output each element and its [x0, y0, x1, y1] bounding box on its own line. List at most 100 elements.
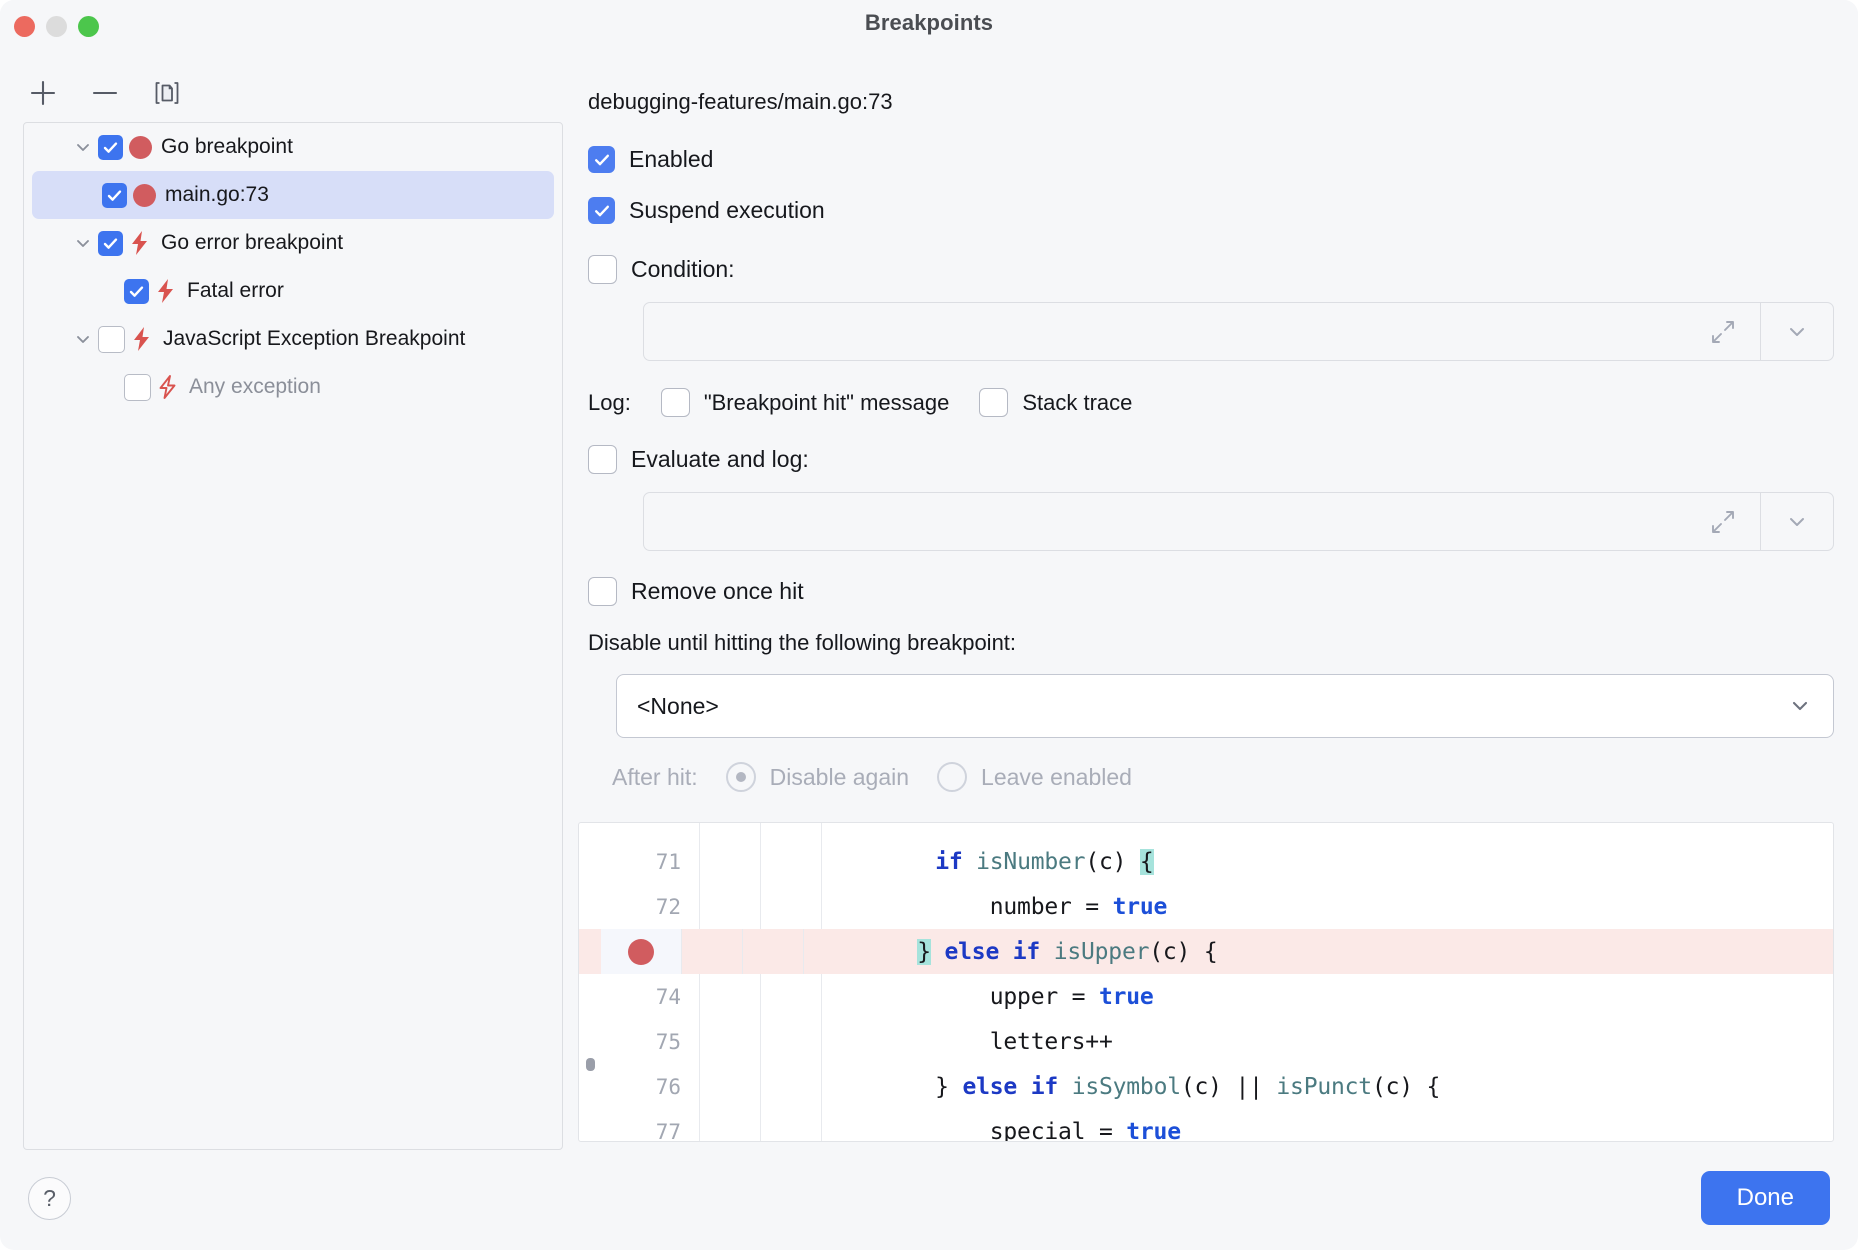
code-text: } else if isUpper(c) { — [917, 938, 1218, 965]
disable-until-value: <None> — [637, 692, 719, 719]
code-line: 75 letters++ — [579, 1019, 1833, 1064]
lightning-outline-icon — [151, 374, 185, 400]
code-text: letters++ — [826, 1028, 1113, 1055]
tree-row[interactable]: Fatal error — [24, 267, 562, 315]
tree-row[interactable]: JavaScript Exception Breakpoint — [24, 315, 562, 363]
red-circle-breakpoint-icon — [123, 135, 157, 159]
remove-once-hit-checkbox[interactable] — [588, 577, 617, 606]
log-label: Log: — [588, 389, 631, 415]
plus-icon — [30, 80, 56, 106]
suspend-execution-checkbox[interactable] — [588, 197, 615, 224]
breakpoint-gutter-icon[interactable] — [601, 929, 681, 974]
remove-once-hit-label: Remove once hit — [631, 578, 804, 604]
code-text: upper = true — [826, 983, 1154, 1010]
done-button[interactable]: Done — [1700, 1171, 1830, 1225]
log-stack-trace-label: Stack trace — [1022, 389, 1133, 415]
evaluate-and-log-input[interactable] — [644, 493, 1686, 550]
line-number: 75 — [655, 1029, 681, 1054]
after-hit-row: After hit: Disable again Leave enabled — [588, 762, 1834, 792]
tree-item-label: main.go:73 — [165, 183, 269, 206]
code-line-clipped: if isLower(c) { — [579, 823, 1833, 839]
chevron-down-icon[interactable] — [68, 329, 98, 349]
condition-field[interactable] — [643, 302, 1834, 361]
after-hit-label: After hit: — [612, 763, 698, 790]
line-number: 74 — [655, 984, 681, 1009]
code-marker-dot-icon — [579, 1058, 601, 1093]
group-by-file-button[interactable] — [150, 76, 184, 110]
disable-until-combobox[interactable]: <None> — [616, 674, 1834, 738]
log-stack-trace-checkbox[interactable] — [979, 388, 1009, 417]
remove-breakpoint-button[interactable] — [88, 76, 122, 110]
tree-row[interactable]: Any exception — [24, 363, 562, 411]
code-text: } else if isSymbol(c) || isPunct(c) { — [826, 1073, 1441, 1100]
after-hit-disable-again-label: Disable again — [769, 763, 910, 790]
code-text: if isNumber(c) { — [935, 848, 1154, 875]
breakpoints-tree[interactable]: Go breakpoint main.go:73 Go error breakp… — [23, 122, 563, 1150]
traffic-lights — [14, 16, 99, 37]
code-line: 71 if isNumber(c) { — [579, 839, 1833, 884]
line-number: 76 — [655, 1074, 681, 1099]
zoom-button[interactable] — [78, 16, 99, 37]
remove-once-hit-row[interactable]: Remove once hit — [588, 577, 1834, 606]
evaluate-and-log-row[interactable]: Evaluate and log: — [588, 445, 1834, 474]
log-breakpoint-hit-label: "Breakpoint hit" message — [703, 389, 950, 415]
chevron-down-icon[interactable] — [68, 137, 98, 157]
enabled-label: Enabled — [629, 146, 714, 172]
expand-diagonal-icon[interactable] — [1686, 493, 1760, 550]
code-line: 74 upper = true — [579, 974, 1833, 1019]
suspend-row[interactable]: Suspend execution — [588, 197, 1834, 224]
code-line: 76 } else if isSymbol(c) || isPunct(c) { — [579, 1058, 1833, 1109]
tree-checkbox[interactable] — [98, 134, 123, 160]
tree-item-label: Any exception — [189, 375, 321, 398]
tree-checkbox[interactable] — [124, 278, 149, 304]
minimize-button[interactable] — [46, 16, 67, 37]
condition-input[interactable] — [644, 303, 1686, 360]
evaluate-and-log-dropdown-button[interactable] — [1760, 493, 1833, 550]
log-row: Log: "Breakpoint hit" message Stack trac… — [588, 388, 1834, 417]
code-text: special = true — [826, 1118, 1181, 1142]
code-line: 77 special = true — [579, 1109, 1833, 1142]
enabled-row[interactable]: Enabled — [588, 146, 1834, 173]
close-button[interactable] — [14, 16, 35, 37]
code-line-breakpoint: } else if isUpper(c) { — [579, 929, 1833, 974]
log-breakpoint-hit-checkbox[interactable] — [660, 388, 690, 417]
tree-checkbox[interactable] — [102, 182, 127, 208]
condition-checkbox[interactable] — [588, 255, 617, 284]
code-preview[interactable]: if isLower(c) { 71 if isNumber(c) { 72 n… — [578, 822, 1834, 1142]
tree-row[interactable]: Go error breakpoint — [24, 219, 562, 267]
disable-until-label: Disable until hitting the following brea… — [588, 630, 1017, 655]
line-number: 77 — [655, 1119, 681, 1142]
help-button[interactable]: ? — [28, 1177, 71, 1220]
enabled-checkbox[interactable] — [588, 146, 615, 173]
tree-checkbox[interactable] — [98, 230, 123, 256]
add-breakpoint-button[interactable] — [26, 76, 60, 110]
condition-row[interactable]: Condition: — [588, 255, 1834, 284]
lightning-filled-icon — [125, 326, 159, 352]
after-hit-disable-again-radio[interactable] — [725, 762, 756, 792]
after-hit-leave-enabled-label: Leave enabled — [981, 763, 1132, 790]
tree-row[interactable]: Go breakpoint — [24, 123, 562, 171]
lightning-filled-icon — [149, 278, 183, 304]
chevron-down-icon — [1790, 327, 1804, 336]
evaluate-and-log-checkbox[interactable] — [588, 445, 617, 474]
evaluate-and-log-label: Evaluate and log: — [631, 446, 809, 472]
suspend-execution-label: Suspend execution — [629, 197, 825, 223]
breakpoint-detail-pane: debugging-features/main.go:73 Enabled Su… — [588, 60, 1834, 1150]
tree-checkbox[interactable] — [124, 373, 151, 401]
tree-checkbox[interactable] — [98, 325, 125, 353]
code-line: 72 number = true — [579, 884, 1833, 929]
title-bar: Breakpoints — [0, 0, 1858, 55]
chevron-down-icon[interactable] — [1787, 693, 1813, 719]
expand-diagonal-icon[interactable] — [1686, 303, 1760, 360]
chevron-down-icon[interactable] — [68, 233, 98, 253]
code-text: number = true — [826, 893, 1168, 920]
tree-item-label: JavaScript Exception Breakpoint — [163, 327, 466, 350]
tree-item-label: Go error breakpoint — [161, 231, 344, 254]
after-hit-leave-enabled-radio[interactable] — [937, 762, 968, 792]
tree-row-selected[interactable]: main.go:73 — [32, 171, 554, 219]
red-circle-breakpoint-icon — [127, 183, 161, 207]
condition-dropdown-button[interactable] — [1760, 303, 1833, 360]
breakpoint-path: debugging-features/main.go:73 — [588, 89, 893, 114]
evaluate-and-log-field[interactable] — [643, 492, 1834, 551]
